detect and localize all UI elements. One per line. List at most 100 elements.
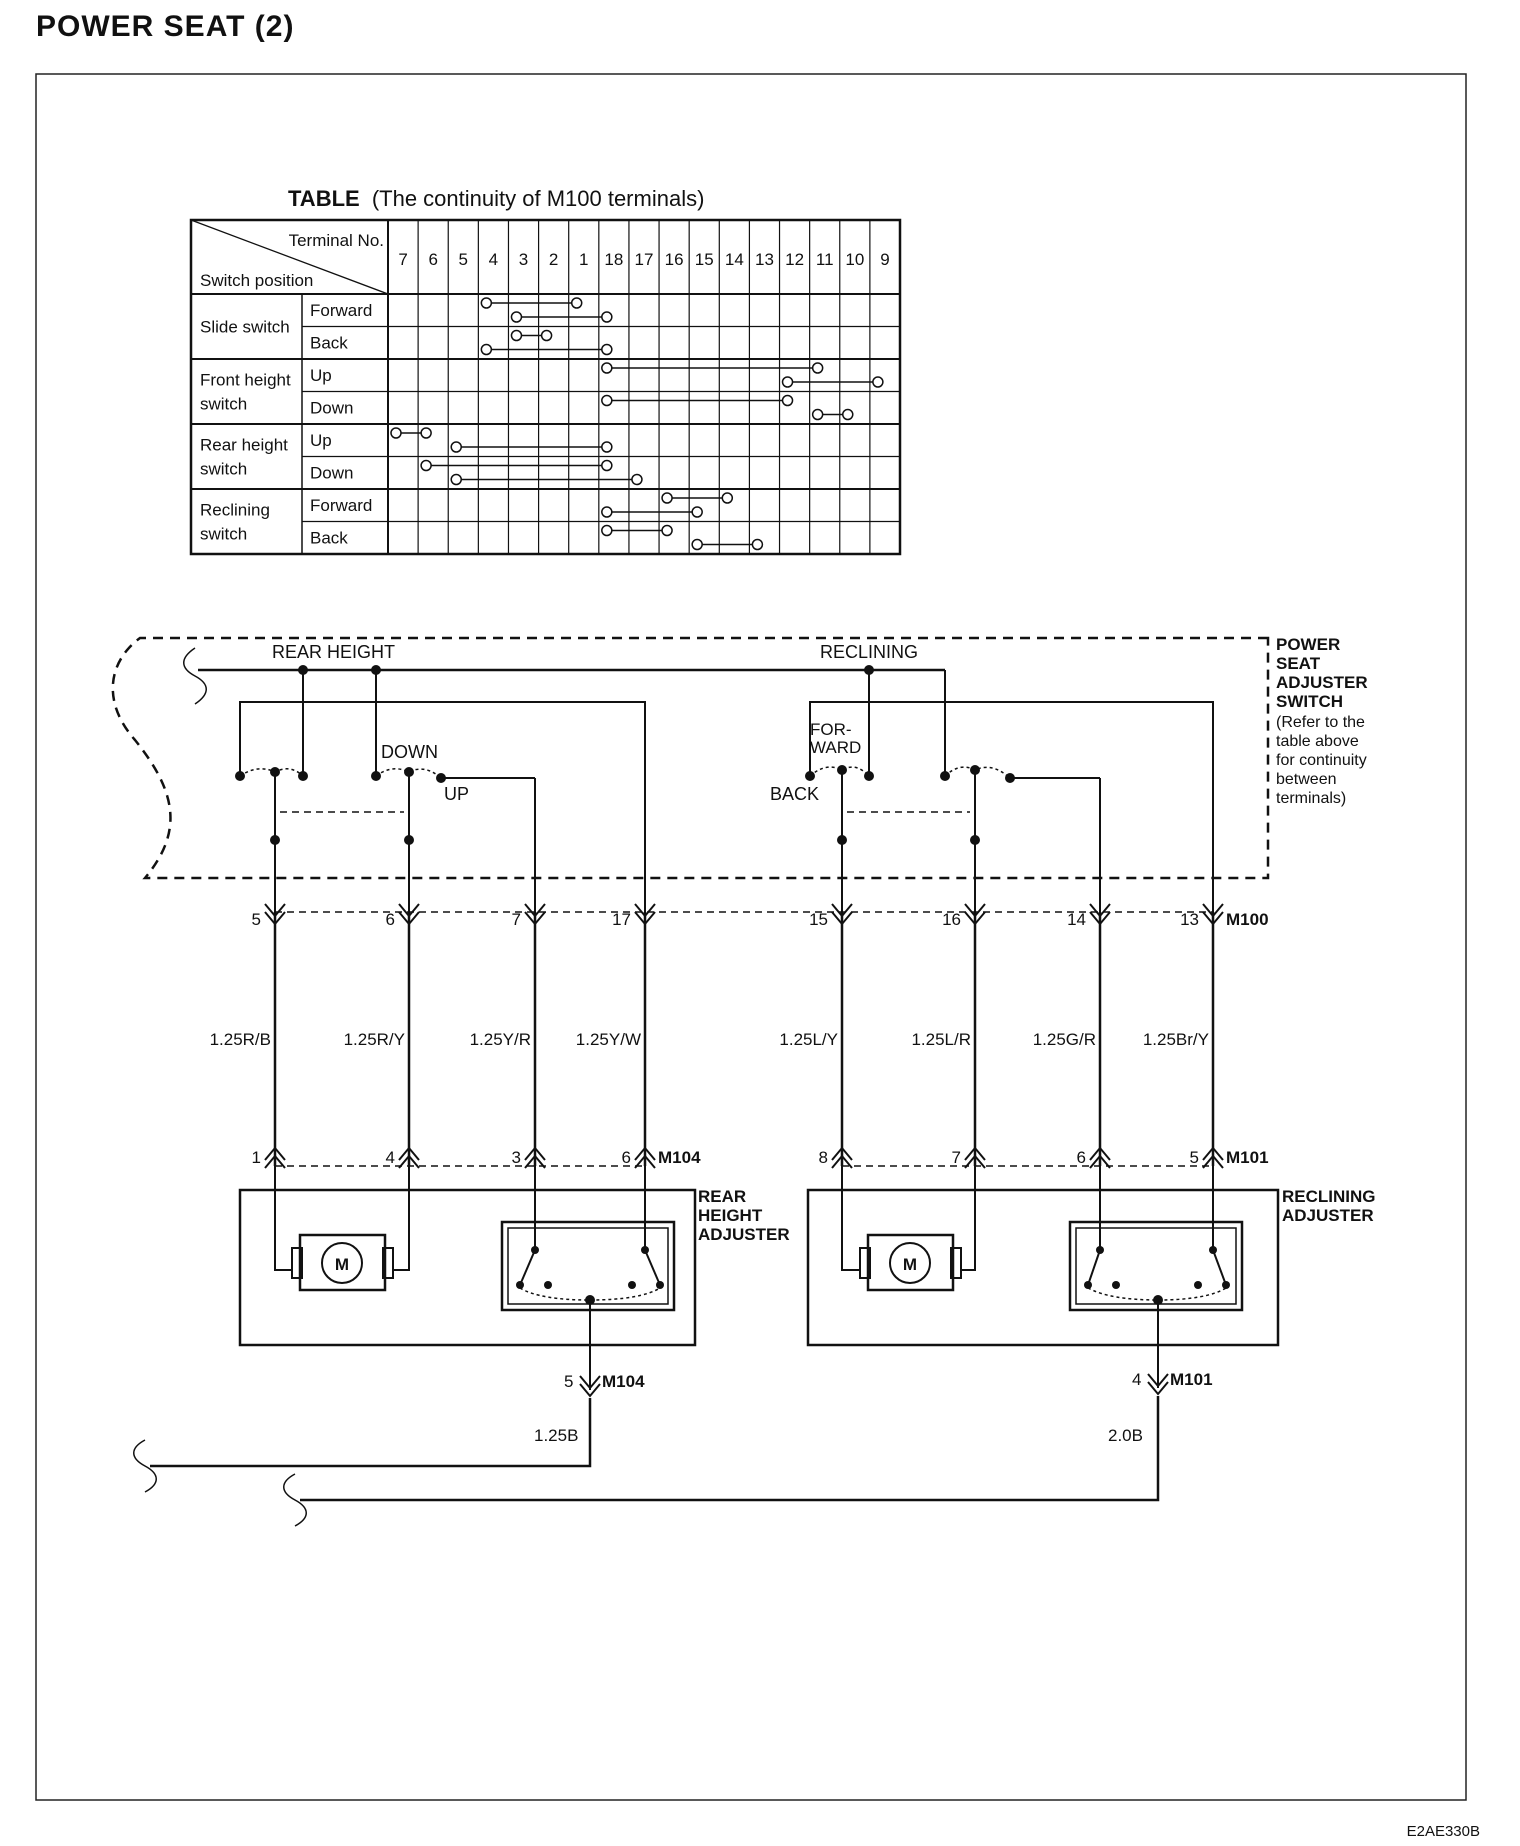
m100-pin-number: 16 <box>942 910 961 929</box>
continuity-table: TABLE (The continuity of M100 terminals)… <box>189 186 902 556</box>
continuity-terminal-circle <box>540 329 553 342</box>
connector-chevron <box>264 903 286 918</box>
wire-color-label: 1.25G/R <box>1033 1030 1096 1049</box>
terminal-number: 15 <box>695 250 714 269</box>
connector-chevron <box>398 1146 420 1161</box>
terminal-number: 12 <box>785 250 804 269</box>
switch-position-label: Down <box>310 464 353 483</box>
connector-chevron <box>634 911 656 926</box>
lower-pin-number: 1 <box>252 1148 261 1167</box>
continuity-terminal-circle <box>751 538 764 551</box>
reclining-motor-icon <box>889 1242 931 1284</box>
terminal-number: 1 <box>579 250 588 269</box>
m100-pin-number: 13 <box>1180 910 1199 929</box>
connector-chevron <box>634 1154 656 1169</box>
rear-adjuster-label-line2: HEIGHT <box>698 1206 763 1225</box>
harness-wires: 51.25R/B161.25R/Y471.25Y/R3171.25Y/W6151… <box>210 903 1224 1169</box>
continuity-terminal-circle <box>601 459 613 472</box>
connector-chevron <box>524 1154 546 1169</box>
connector-chevron <box>831 903 853 918</box>
m100-pin-number: 7 <box>512 910 521 929</box>
table-header-switch: Switch position <box>200 271 313 290</box>
m100-pin-number: 5 <box>252 910 261 929</box>
terminal-number: 3 <box>519 250 528 269</box>
page-title: POWER SEAT (2) <box>36 10 295 43</box>
connector-m104-ground-label: M104 <box>602 1372 645 1391</box>
connector-chevron <box>524 911 546 926</box>
continuity-terminal-circle <box>601 524 613 537</box>
connector-chevron <box>264 911 286 926</box>
reclining-adjuster-label-line1: RECLINING <box>1282 1187 1376 1206</box>
lower-pin-number: 5 <box>1190 1148 1199 1167</box>
wire-color-label: 1.25Y/W <box>576 1030 641 1049</box>
switch-box-note-line4: between <box>1276 771 1337 788</box>
rear-limit-switch <box>500 1220 676 1312</box>
reclining-motor-housing <box>866 1233 955 1292</box>
page-frame <box>35 73 1467 1801</box>
continuity-terminal-circle <box>842 408 854 421</box>
connector-m104-label: M104 <box>658 1148 701 1167</box>
lower-pin-number: 6 <box>1077 1148 1086 1167</box>
switch-group-name: Rear height <box>200 436 288 455</box>
continuity-terminal-circle <box>480 297 493 309</box>
continuity-terminal-circle <box>480 343 493 356</box>
terminal-number: 4 <box>489 250 498 269</box>
terminal-number: 17 <box>635 250 654 269</box>
ground-pin-reclining: 4 <box>1132 1370 1141 1389</box>
ground-pin-rear: 5 <box>564 1372 573 1391</box>
connector-chevron <box>524 903 546 918</box>
down-label: DOWN <box>381 742 438 762</box>
connector-chevron <box>831 1154 853 1169</box>
wire-break-symbol <box>133 1439 157 1493</box>
continuity-terminal-circle <box>661 524 673 537</box>
lower-pin-number: 6 <box>622 1148 631 1167</box>
connector-chevron <box>1089 1146 1111 1161</box>
table-title-bold: TABLE <box>288 186 360 211</box>
continuity-terminal-circle <box>510 329 523 342</box>
connector-chevron <box>398 903 420 918</box>
switch-group-name: Front height <box>200 371 291 390</box>
connector-chevron <box>524 1146 546 1161</box>
connector-chevron <box>831 911 853 926</box>
connector-chevron <box>264 1154 286 1169</box>
connector-chevron <box>1202 903 1224 918</box>
connector-chevron <box>1089 1154 1111 1169</box>
rear-motor-housing <box>298 1233 387 1292</box>
continuity-terminal-circle <box>601 506 613 518</box>
terminal-number: 13 <box>755 250 774 269</box>
connector-chevron <box>964 911 986 926</box>
connector-m101-label: M101 <box>1226 1148 1269 1167</box>
terminal-number: 18 <box>604 250 623 269</box>
switch-box-label-line2: SEAT <box>1276 654 1321 673</box>
rear-height-label: REAR HEIGHT <box>272 642 395 662</box>
m100-pin-number: 15 <box>809 910 828 929</box>
continuity-terminal-circle <box>420 427 432 439</box>
terminal-number: 16 <box>665 250 684 269</box>
continuity-terminal-circle <box>601 441 613 453</box>
back-label: BACK <box>770 784 819 804</box>
forward-label-line1: FOR- <box>810 720 852 739</box>
switch-box-note-line5: terminals) <box>1276 790 1346 807</box>
terminal-number: 9 <box>880 250 889 269</box>
connector-chevron <box>264 1146 286 1161</box>
terminal-number: 10 <box>845 250 864 269</box>
document-code: E2AE330B <box>1406 1823 1480 1840</box>
wire-color-label: 1.25Y/R <box>470 1030 531 1049</box>
terminal-number: 11 <box>816 250 834 269</box>
connector-chevron <box>398 911 420 926</box>
schematic <box>111 636 1270 1167</box>
continuity-terminal-circle <box>510 311 523 323</box>
continuity-terminal-circle <box>691 538 703 551</box>
ground-wire-reclining: 2.0B <box>1108 1426 1143 1445</box>
rear-height-adjuster-box <box>238 1188 697 1347</box>
wire-color-label: 1.25Br/Y <box>1143 1030 1209 1049</box>
switch-group-name: switch <box>200 395 247 414</box>
connector-chevron <box>1202 911 1224 926</box>
m100-pin-number: 17 <box>612 910 631 929</box>
connector-chevron <box>964 1146 986 1161</box>
continuity-terminal-circle <box>450 473 462 486</box>
switch-position-label: Forward <box>310 301 372 320</box>
adjusters <box>133 1166 1280 1527</box>
connector-chevron <box>831 1146 853 1161</box>
wire-color-label: 1.25L/Y <box>779 1030 838 1049</box>
